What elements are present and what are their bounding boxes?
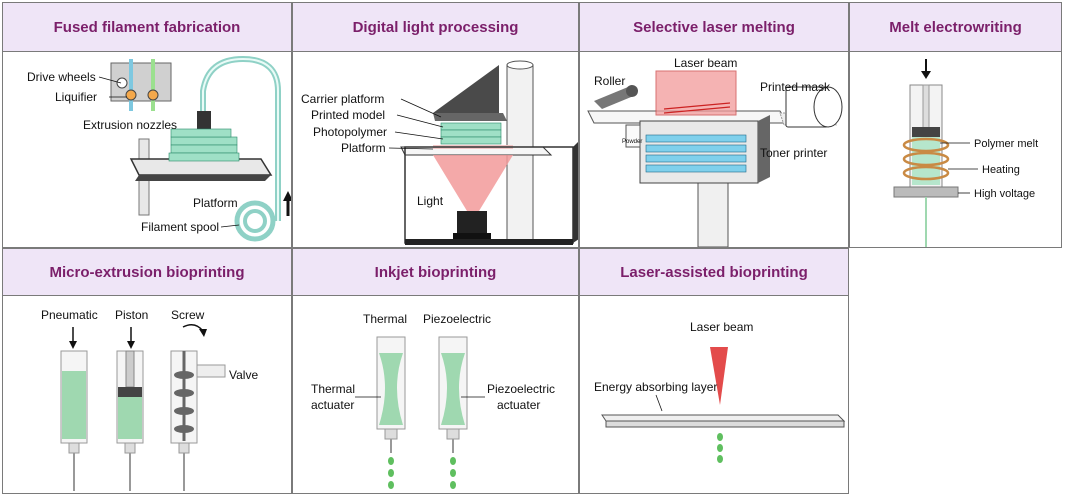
label-piezo-actuater-2: actuater xyxy=(497,398,540,412)
label-laser-beam: Laser beam xyxy=(690,320,753,334)
label-high-voltage: High voltage xyxy=(974,188,1035,200)
label-piezo-actuater-1: Piezoelectric xyxy=(487,382,555,396)
label-polymer-melt: Polymer melt xyxy=(974,138,1038,150)
label-carrier-platform: Carrier platform xyxy=(301,92,384,106)
label-platform: Platform xyxy=(193,196,238,210)
label-toner-printer: Toner printer xyxy=(760,146,827,160)
label-pneumatic: Pneumatic xyxy=(41,308,98,322)
label-thermal-actuater-2: actuater xyxy=(311,398,354,412)
panel-laser-assisted-bioprinting: Laser-assisted bioprinting Laser beam En… xyxy=(579,248,849,494)
panel-title: Laser-assisted bioprinting xyxy=(580,249,848,296)
label-valve: Valve xyxy=(229,368,258,382)
panel-fused-filament-fabrication: Fused filament fabrication Drive wheels xyxy=(2,2,292,248)
panel-title: Fused filament fabrication xyxy=(3,3,291,52)
mew-diagram: Polymer melt Heating High voltage xyxy=(893,59,1038,247)
panel-melt-electrowriting: Melt electrowriting Polymer melt Heating… xyxy=(849,2,1062,248)
label-energy-absorbing-layer: Energy absorbing layer xyxy=(594,380,717,394)
label-piezoelectric: Piezoelectric xyxy=(423,312,491,326)
label-printed-mask: Printed mask xyxy=(760,80,831,94)
micro-diagram: Pneumatic Piston Screw Valve xyxy=(41,308,258,491)
label-light: Light xyxy=(417,194,444,208)
label-roller: Roller xyxy=(594,74,625,88)
label-laser-beam: Laser beam xyxy=(674,56,737,70)
label-printed-model: Printed model xyxy=(311,108,385,122)
dlp-diagram: Carrier platform Printed model Photopoly… xyxy=(301,60,578,245)
label-piston: Piston xyxy=(115,308,148,322)
panel-title: Inkjet bioprinting xyxy=(293,249,578,296)
label-heating: Heating xyxy=(982,164,1020,176)
panel-title: Micro-extrusion bioprinting xyxy=(3,249,291,296)
slm-diagram: Laser beam Roller Printed mask Powder To… xyxy=(587,56,843,247)
panel-digital-light-processing: Digital light processing Carrier platfor… xyxy=(292,2,579,248)
panel-micro-extrusion-bioprinting: Micro-extrusion bioprinting Pneumatic Pi… xyxy=(2,248,292,494)
label-extrusion-nozzles: Extrusion nozzles xyxy=(83,118,177,132)
label-platform: Platform xyxy=(341,141,386,155)
label-photopolymer: Photopolymer xyxy=(313,125,387,139)
panel-inkjet-bioprinting: Inkjet bioprinting Thermal Piezoelectric… xyxy=(292,248,579,494)
panel-title: Melt electrowriting xyxy=(850,3,1061,52)
inkjet-diagram: Thermal Piezoelectric Thermal actuater P… xyxy=(311,312,555,489)
panel-selective-laser-melting: Selective laser melting Laser beam xyxy=(579,2,849,248)
label-liquifier: Liquifier xyxy=(55,90,97,104)
label-thermal: Thermal xyxy=(363,312,407,326)
label-thermal-actuater-1: Thermal xyxy=(311,382,355,396)
label-filament-spool: Filament spool xyxy=(141,220,219,234)
panel-title: Selective laser melting xyxy=(580,3,848,52)
label-drive-wheels: Drive wheels xyxy=(27,70,96,84)
panel-title: Digital light processing xyxy=(293,3,578,52)
laser-diagram: Laser beam Energy absorbing layer xyxy=(594,320,846,463)
label-powder: Powder xyxy=(622,139,642,145)
label-screw: Screw xyxy=(171,308,205,322)
ffe-diagram: Drive wheels Liquifier Extrusion nozzles… xyxy=(27,55,291,242)
